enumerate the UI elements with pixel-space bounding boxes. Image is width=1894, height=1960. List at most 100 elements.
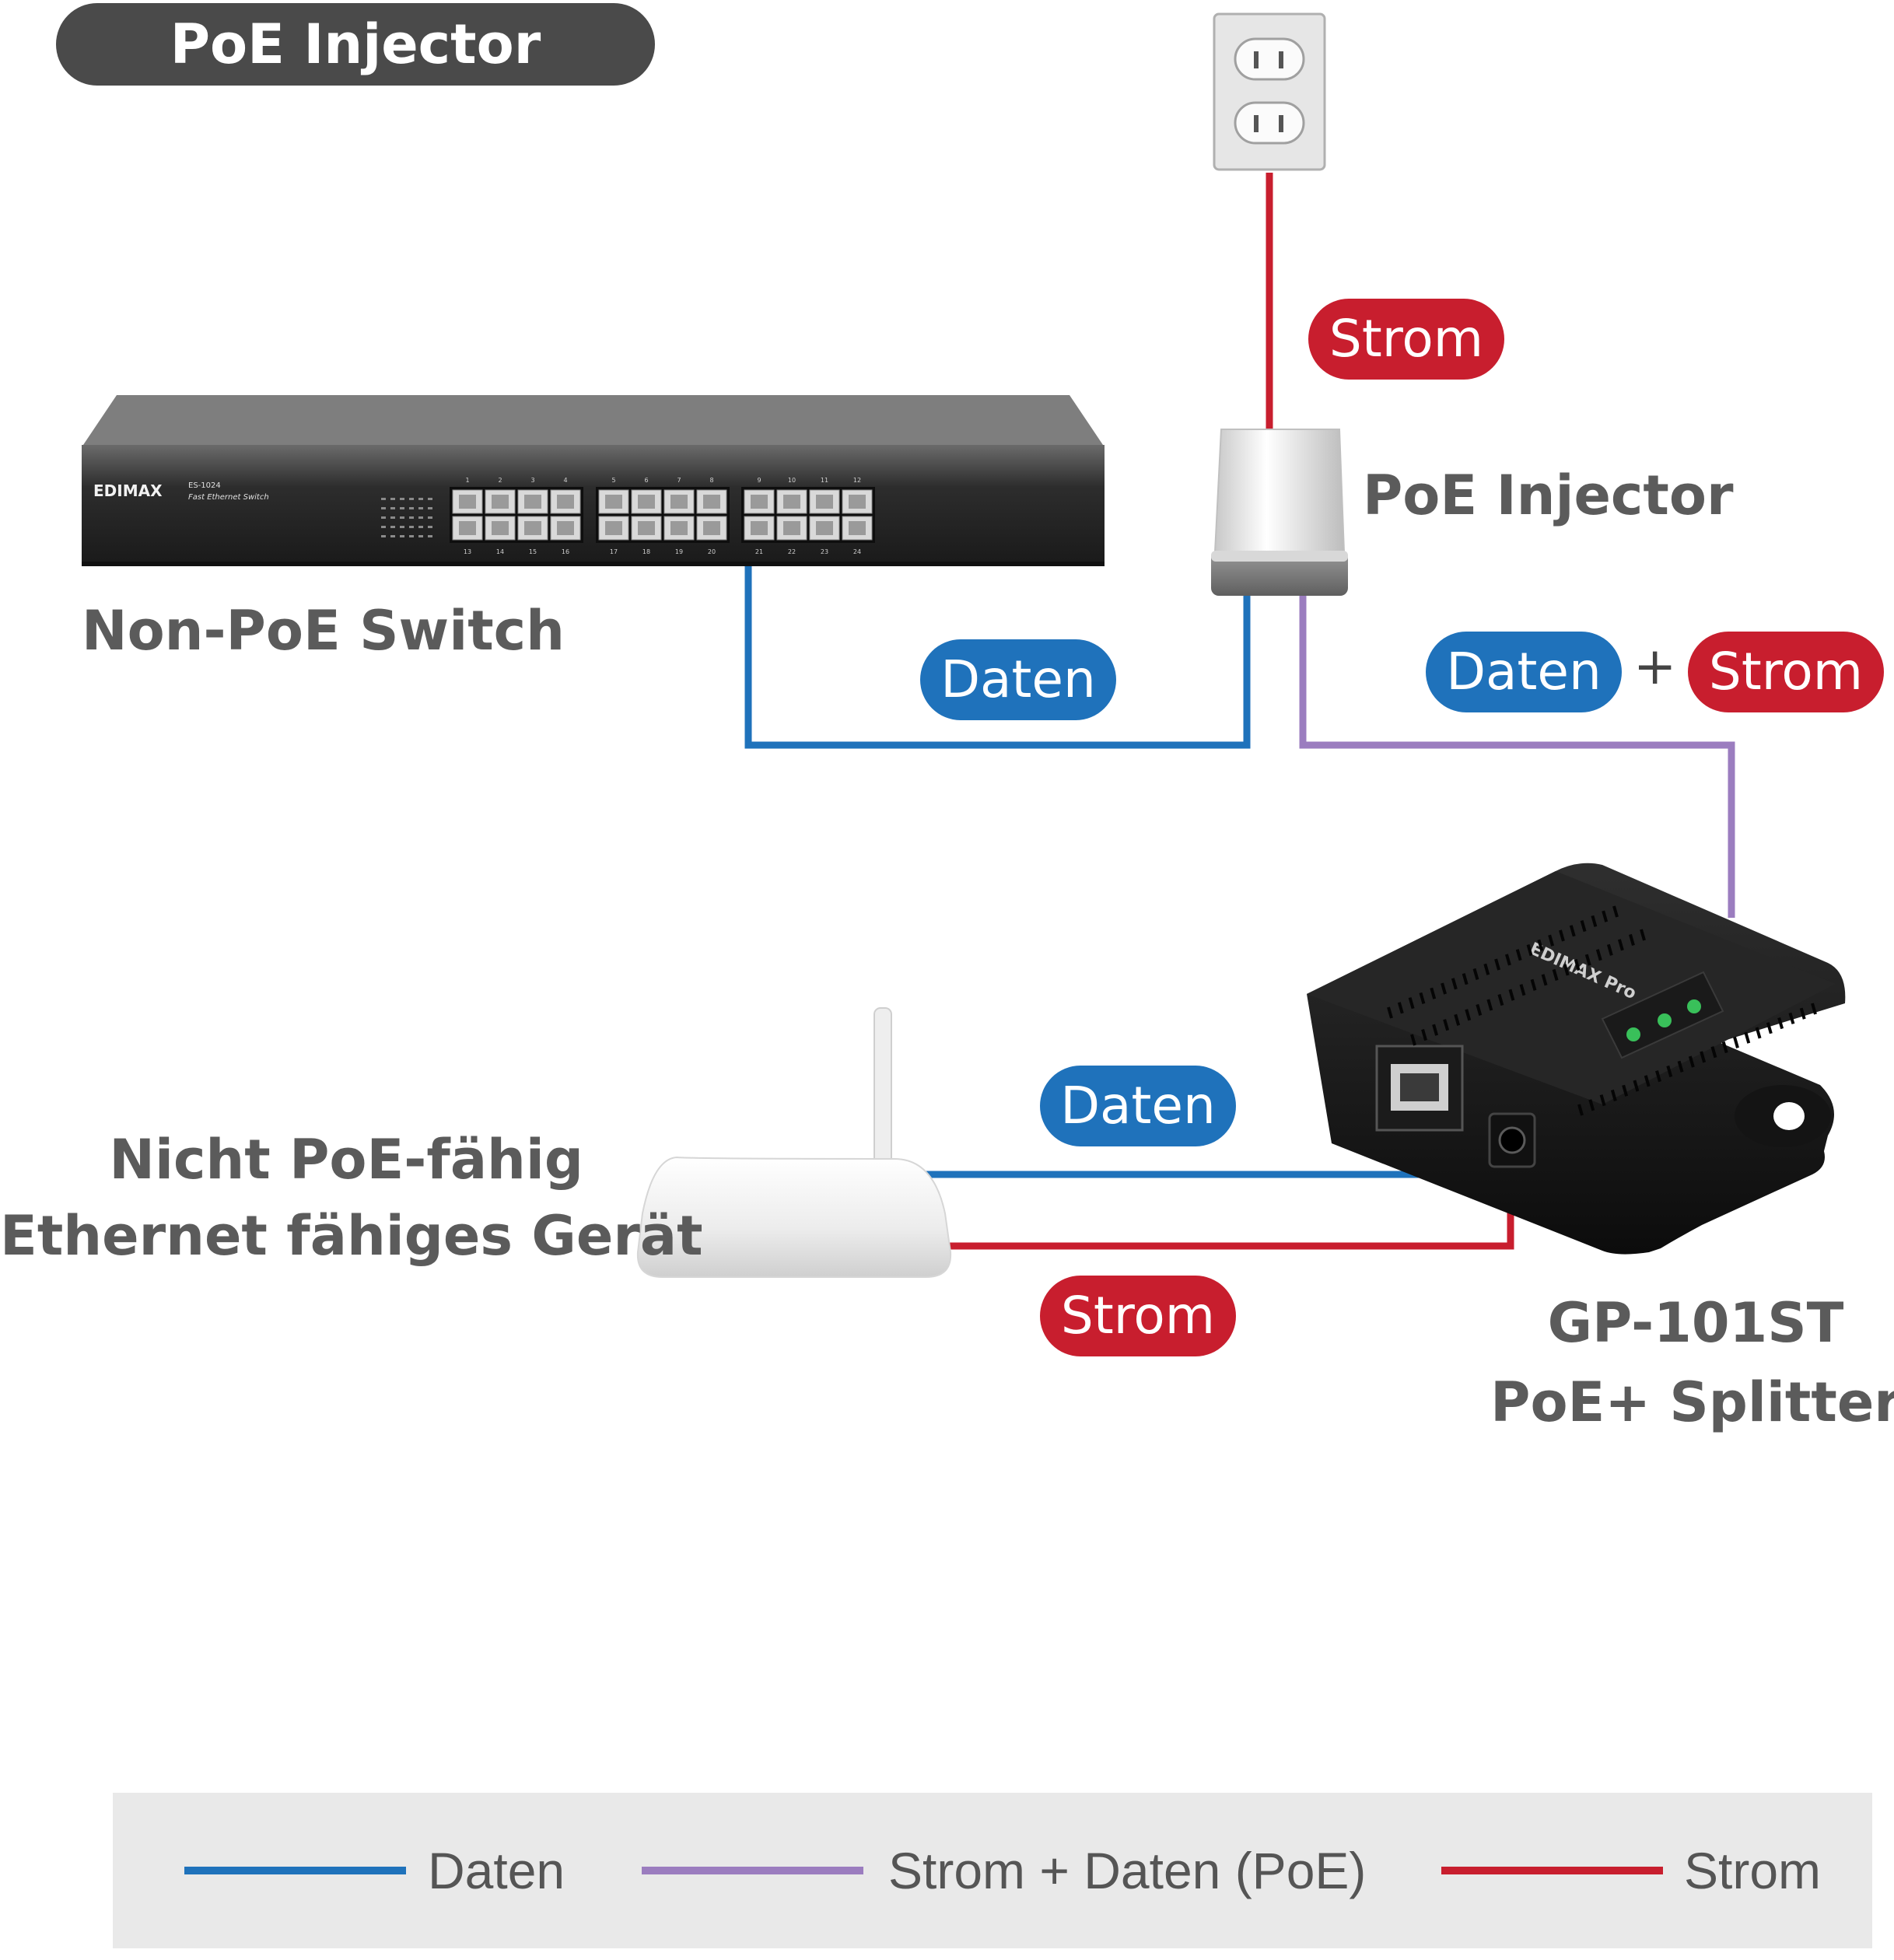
- splitter-vent: [1504, 954, 1511, 966]
- switch-led: [400, 535, 404, 537]
- switch-model: ES-1024: [188, 481, 221, 490]
- switch-port-number: 6: [644, 477, 648, 484]
- wire-data-switch: [744, 562, 1251, 749]
- splitter-label-line2: PoE+ Splitter: [1490, 1370, 1894, 1434]
- splitter-vent: [1710, 1046, 1717, 1059]
- poe-injector-device: [1211, 429, 1348, 596]
- switch-port-jack: [524, 495, 541, 509]
- switch-port-number: 19: [675, 548, 683, 555]
- switch-port-number: 5: [611, 477, 615, 484]
- switch-port-jack: [605, 495, 622, 509]
- switch-port-number: 21: [755, 548, 763, 555]
- switch-port-number: 22: [788, 548, 796, 555]
- switch-port-jack: [816, 495, 833, 509]
- splitter-vent: [1559, 929, 1565, 942]
- switch-led: [400, 507, 404, 509]
- switch-led: [418, 498, 423, 500]
- switch-led: [381, 526, 386, 528]
- switch-led: [390, 498, 395, 500]
- splitter-vent: [1541, 974, 1548, 986]
- legend-line-daten: [184, 1867, 406, 1874]
- splitter-vent: [1494, 958, 1501, 971]
- switch-port-jack: [816, 521, 833, 535]
- switch-port-jack: [492, 521, 509, 535]
- splitter-vent: [1584, 954, 1591, 966]
- switch-port-jack: [605, 521, 622, 535]
- splitter-vent: [1606, 943, 1613, 956]
- splitter-vent: [1688, 1055, 1695, 1068]
- splitter-vent: [1443, 1019, 1450, 1031]
- switch-port-number: 23: [821, 548, 828, 555]
- client-label-line2: Ethernet fähiges Gerät: [0, 1204, 703, 1268]
- splitter-vent: [1569, 925, 1576, 937]
- switch-led: [390, 535, 395, 537]
- switch-led: [390, 516, 395, 519]
- switch-port-jack: [849, 521, 866, 535]
- switch-port-jack: [703, 521, 720, 535]
- switch-port-number: 3: [530, 477, 534, 484]
- legend-line-poe: [642, 1867, 863, 1874]
- switch-port-jack: [557, 521, 574, 535]
- splitter-label-line1: GP-101ST: [1547, 1291, 1844, 1355]
- splitter-vent: [1515, 949, 1522, 961]
- switch-led: [409, 526, 414, 528]
- switch-port-number: 15: [529, 548, 537, 555]
- splitter-vent: [1640, 929, 1646, 941]
- switch-led: [381, 516, 386, 519]
- legend-line-strom: [1441, 1867, 1663, 1874]
- switch-led: [418, 535, 423, 537]
- switch-port-jack: [703, 495, 720, 509]
- strom-pill-client: Strom: [1040, 1276, 1236, 1356]
- switch-port-number: 11: [821, 477, 828, 484]
- switch-led: [390, 507, 395, 509]
- plus-sign: +: [1633, 636, 1677, 696]
- splitter-vent: [1629, 933, 1635, 946]
- splitter-vent: [1666, 1065, 1673, 1078]
- splitter-led-panel: [1601, 971, 1724, 1059]
- switch-port: [842, 516, 873, 541]
- splitter-vent: [1387, 1006, 1393, 1019]
- switch-port-jack: [670, 495, 688, 509]
- splitter-vent: [1454, 1013, 1461, 1026]
- splitter-vent: [1408, 997, 1415, 1010]
- splitter-vent: [1432, 1024, 1439, 1036]
- switch-led: [409, 535, 414, 537]
- switch-port-number: 24: [853, 548, 861, 555]
- splitter-vent: [1612, 905, 1619, 918]
- switch-port-number: 17: [610, 548, 618, 555]
- switch-led: [381, 498, 386, 500]
- splitter-vent: [1472, 968, 1479, 981]
- splitter-vent: [1799, 1007, 1806, 1020]
- switch-led: [418, 526, 423, 528]
- splitter-vent: [1430, 987, 1437, 999]
- splitter-vent: [1677, 1060, 1684, 1073]
- switch-port-jack: [459, 521, 476, 535]
- switch-port-number: 12: [853, 477, 861, 484]
- switch-port-number: 14: [496, 548, 504, 555]
- switch-port-jack: [670, 521, 688, 535]
- splitter-vent: [1655, 1070, 1661, 1083]
- splitter-vent: [1530, 978, 1537, 991]
- switch-led: [409, 516, 414, 519]
- legend-label-poe: Strom + Daten (PoE): [888, 1842, 1367, 1899]
- splitter-vent: [1602, 910, 1609, 922]
- switch-port-number: 7: [677, 477, 681, 484]
- switch-port-jack: [638, 495, 655, 509]
- switch-port-number: 2: [498, 477, 502, 484]
- legend-label-daten: Daten: [428, 1842, 565, 1899]
- splitter-vent: [1548, 934, 1555, 947]
- splitter-vent: [1397, 1002, 1404, 1014]
- splitter-vent: [1508, 989, 1515, 1001]
- splitter-vent: [1591, 915, 1598, 927]
- switch-port-number: 18: [642, 548, 650, 555]
- switch-port-jack: [557, 495, 574, 509]
- splitter-vent: [1580, 920, 1587, 933]
- switch-led: [428, 535, 432, 537]
- splitter-vent: [1486, 999, 1493, 1011]
- switch-port-number: 20: [708, 548, 716, 555]
- splitter-vent: [1563, 964, 1570, 976]
- splitter-vent: [1733, 1036, 1739, 1048]
- switch-port-number: 13: [464, 548, 471, 555]
